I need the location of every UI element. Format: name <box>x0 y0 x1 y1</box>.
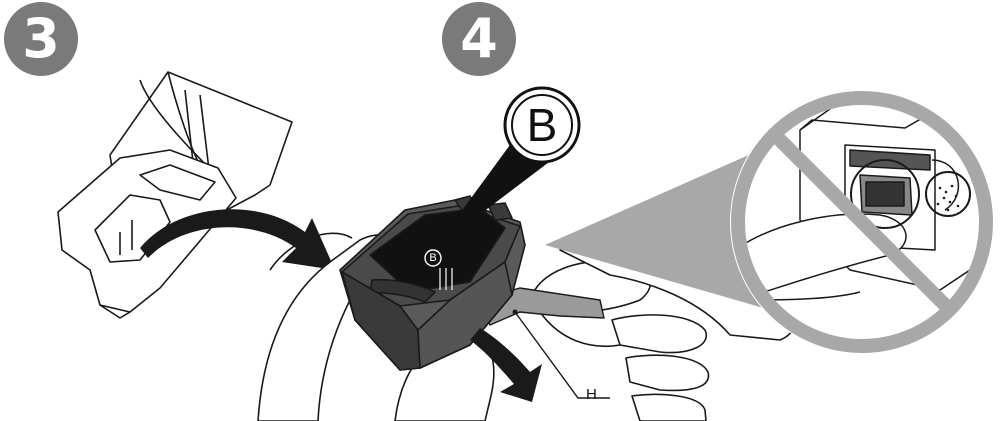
cartridge-marker-letter: B <box>425 250 441 266</box>
callout-letter-b: B <box>511 94 573 156</box>
part-label-h: H <box>586 386 597 403</box>
prohibition-inset <box>730 90 994 354</box>
step-4-badge: 4 <box>442 2 516 76</box>
step-3-badge: 3 <box>4 2 78 76</box>
packaging-tray <box>58 72 292 318</box>
